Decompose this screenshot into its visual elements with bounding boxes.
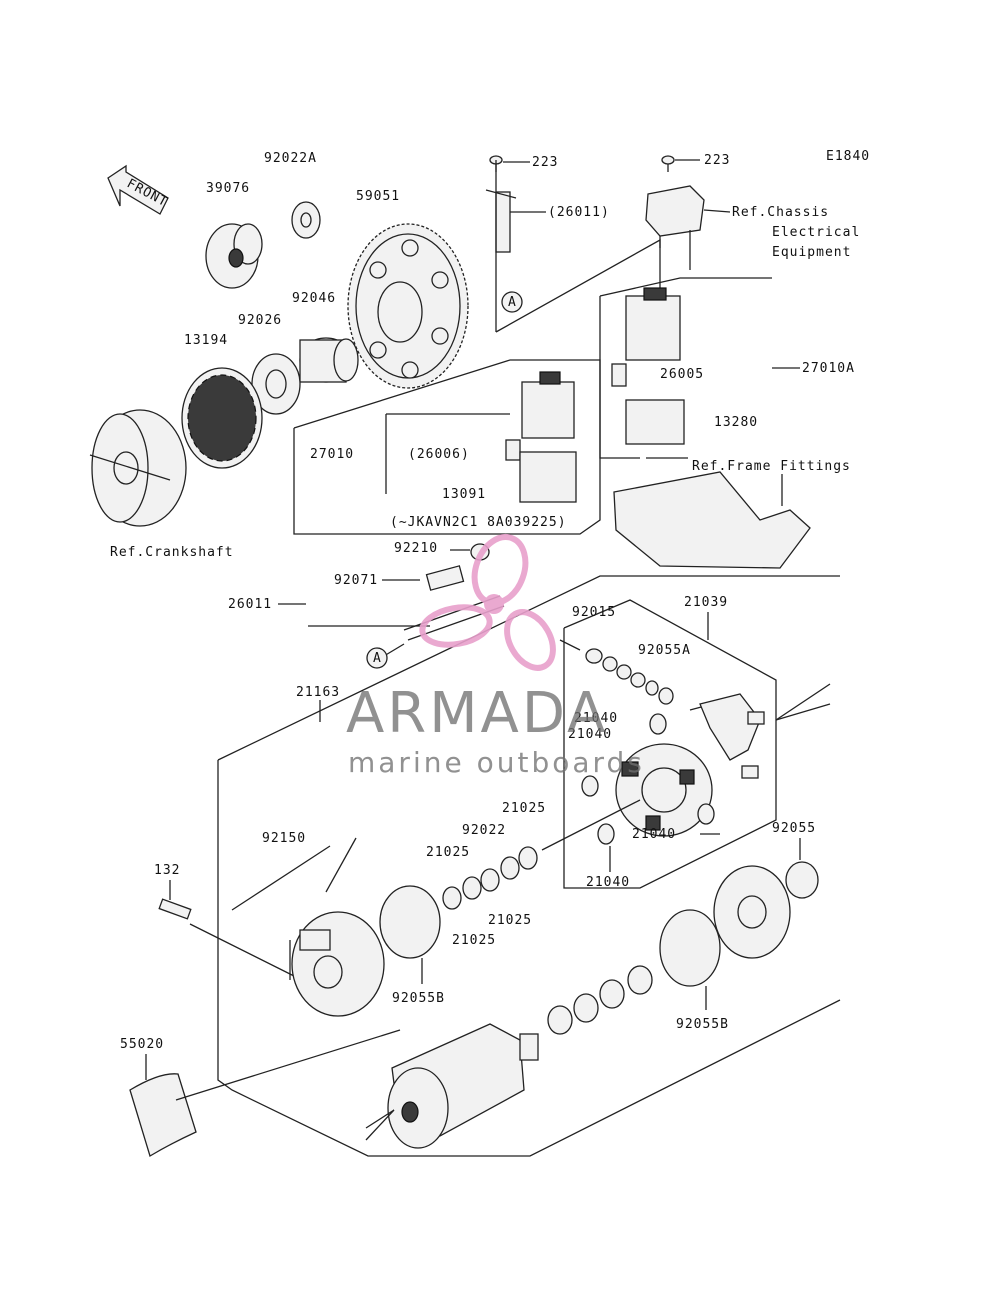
flywheel-ref-crankshaft [89, 409, 187, 527]
ref-a-marker-top [501, 291, 523, 313]
armature-washers [547, 965, 653, 1035]
relay-case-13091 [519, 451, 577, 503]
label-92055A: 92055A [638, 643, 691, 658]
brush-plate-assembly [615, 743, 713, 837]
label-59051: 59051 [356, 189, 400, 204]
cap-92071 [425, 565, 465, 591]
label-21025-b: 21025 [426, 845, 470, 860]
label-ref-a-bottom: A [373, 651, 382, 666]
brush-springs-21040 [581, 713, 715, 845]
one-way-clutch-13194 [181, 367, 263, 469]
label-92022: 92022 [462, 823, 506, 838]
label-21040-a: 21040 [574, 711, 618, 726]
label-92015: 92015 [572, 605, 616, 620]
label-39076: 39076 [206, 181, 250, 196]
label-92055: 92055 [772, 821, 816, 836]
label-21039: 21039 [684, 595, 728, 610]
watermark-brand: ARMADA [346, 681, 608, 746]
shims-21025 [442, 846, 538, 910]
label-92210: 92210 [394, 541, 438, 556]
label-26011-bracket: (26011) [548, 205, 610, 220]
label-92022A: 92022A [264, 151, 317, 166]
label-27010: 27010 [310, 447, 354, 462]
label-serial: (~JKAVN2C1 8A039225) [390, 515, 567, 530]
starter-gear-59051 [347, 223, 469, 389]
label-92046: 92046 [292, 291, 336, 306]
label-26011: 26011 [228, 597, 272, 612]
label-27010A: 27010A [802, 361, 855, 376]
needle-bearing-92046 [299, 337, 359, 383]
bolt-132 [158, 898, 192, 920]
o-ring-92055B-right [659, 909, 721, 987]
label-92026: 92026 [238, 313, 282, 328]
relay-case-13280 [625, 399, 685, 445]
label-ref-crankshaft: Ref.Crankshaft [110, 545, 234, 560]
o-ring-92055B-left [379, 885, 441, 959]
label-ref-chassis-3: Equipment [772, 245, 851, 260]
label-92150: 92150 [262, 831, 306, 846]
label-21025-c: 21025 [488, 913, 532, 928]
bracket-26011 [485, 189, 517, 253]
relay-cover-ref-chassis [645, 185, 705, 237]
label-21040-c: 21040 [632, 827, 676, 842]
label-92055B-left: 92055B [392, 991, 445, 1006]
propeller-logo-icon [419, 534, 556, 671]
starter-relay-26005 [625, 287, 681, 361]
label-21163: 21163 [296, 685, 340, 700]
relay-26006 [521, 371, 575, 439]
label-223-a: 223 [532, 155, 558, 170]
terminal-lead-21039 [699, 693, 765, 779]
armature-yoke [387, 1023, 539, 1149]
front-arrow-icon: FRONT [107, 164, 170, 215]
label-ref-a-top: A [508, 295, 517, 310]
label-13091: 13091 [442, 487, 486, 502]
front-cover [291, 911, 385, 1017]
watermark-tagline: marine outboards [348, 746, 645, 779]
starter-idle-gear-39076 [205, 223, 263, 289]
label-55020: 55020 [120, 1037, 164, 1052]
ref-a-marker-bottom [366, 647, 388, 669]
label-132: 132 [154, 863, 180, 878]
cover-55020 [129, 1073, 197, 1157]
bolt-223-b [661, 155, 675, 172]
washer-stack-92015 [585, 648, 674, 705]
o-ring-92055 [785, 861, 819, 899]
label-26005: 26005 [660, 367, 704, 382]
label-ref-chassis-1: Ref.Chassis [732, 205, 829, 220]
rear-cover [713, 865, 791, 959]
fuse-26005 [611, 363, 627, 387]
label-13194: 13194 [184, 333, 228, 348]
label-21040-d: 21040 [586, 875, 630, 890]
label-ref-frame: Ref.Frame Fittings [692, 459, 851, 474]
label-21040-b: 21040 [568, 727, 612, 742]
label-21025-d: 21025 [452, 933, 496, 948]
label-21025-a: 21025 [502, 801, 546, 816]
label-92055B-right: 92055B [676, 1017, 729, 1032]
label-92071: 92071 [334, 573, 378, 588]
label-ref-chassis-2: Electrical [772, 225, 860, 240]
label-26006: (26006) [408, 447, 470, 462]
label-223-b: 223 [704, 153, 730, 168]
fuse-26006 [505, 439, 521, 461]
frame-fittings-bracket [613, 471, 811, 569]
washer-92022A [291, 201, 321, 239]
armada-watermark: ARMADA marine outboards [346, 534, 645, 779]
label-13280: 13280 [714, 415, 758, 430]
diagram-code: E1840 [826, 149, 870, 164]
